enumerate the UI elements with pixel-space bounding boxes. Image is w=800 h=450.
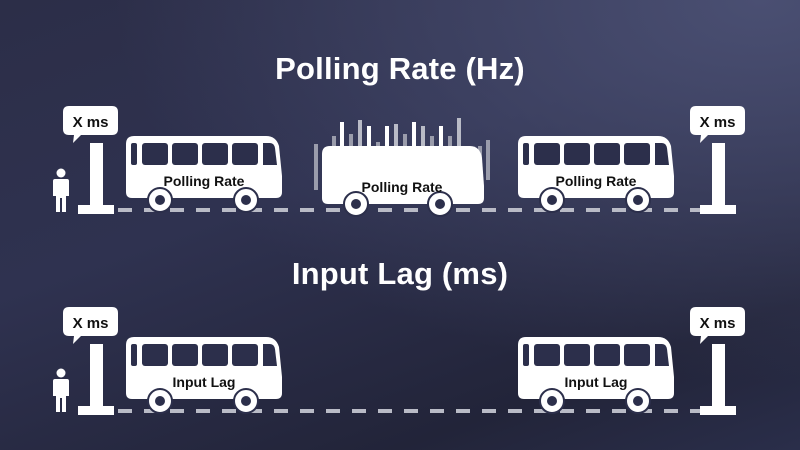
bus-label: Input Lag bbox=[173, 374, 236, 390]
bus-stop-icon bbox=[700, 143, 736, 214]
time-bubble-right: X ms bbox=[690, 106, 745, 143]
bus-stop-icon bbox=[78, 143, 114, 214]
input-lag-row: X ms Input Lag Input Lag X ms bbox=[53, 307, 745, 415]
time-bubble-right: X ms bbox=[690, 307, 745, 344]
time-bubble-left: X ms bbox=[63, 106, 118, 143]
bus-label: Polling Rate bbox=[362, 179, 443, 195]
bubble-text: X ms bbox=[73, 114, 109, 131]
person-icon bbox=[53, 368, 69, 412]
polling-rate-title: Polling Rate (Hz) bbox=[275, 51, 525, 86]
bubble-text: X ms bbox=[700, 315, 736, 332]
bus-icon: Input Lag bbox=[125, 336, 283, 414]
time-bubble-left: X ms bbox=[63, 307, 118, 344]
bubble-text: X ms bbox=[700, 114, 736, 131]
bus-label: Input Lag bbox=[565, 374, 628, 390]
bus-icon: Polling Rate bbox=[517, 135, 675, 213]
bus-label: Polling Rate bbox=[164, 173, 245, 189]
bus-stop-icon bbox=[700, 344, 736, 415]
bus-icon: Input Lag bbox=[517, 336, 675, 414]
bus-label: Polling Rate bbox=[556, 173, 637, 189]
person-icon bbox=[53, 168, 69, 212]
bubble-text: X ms bbox=[73, 315, 109, 332]
bus-icon: Polling Rate bbox=[125, 135, 283, 213]
vibrating-bus-icon: Polling Rate bbox=[314, 118, 490, 217]
polling-rate-row: X ms Polling Rate bbox=[53, 106, 745, 217]
input-lag-title: Input Lag (ms) bbox=[291, 256, 509, 291]
bus-stop-icon bbox=[78, 344, 114, 415]
